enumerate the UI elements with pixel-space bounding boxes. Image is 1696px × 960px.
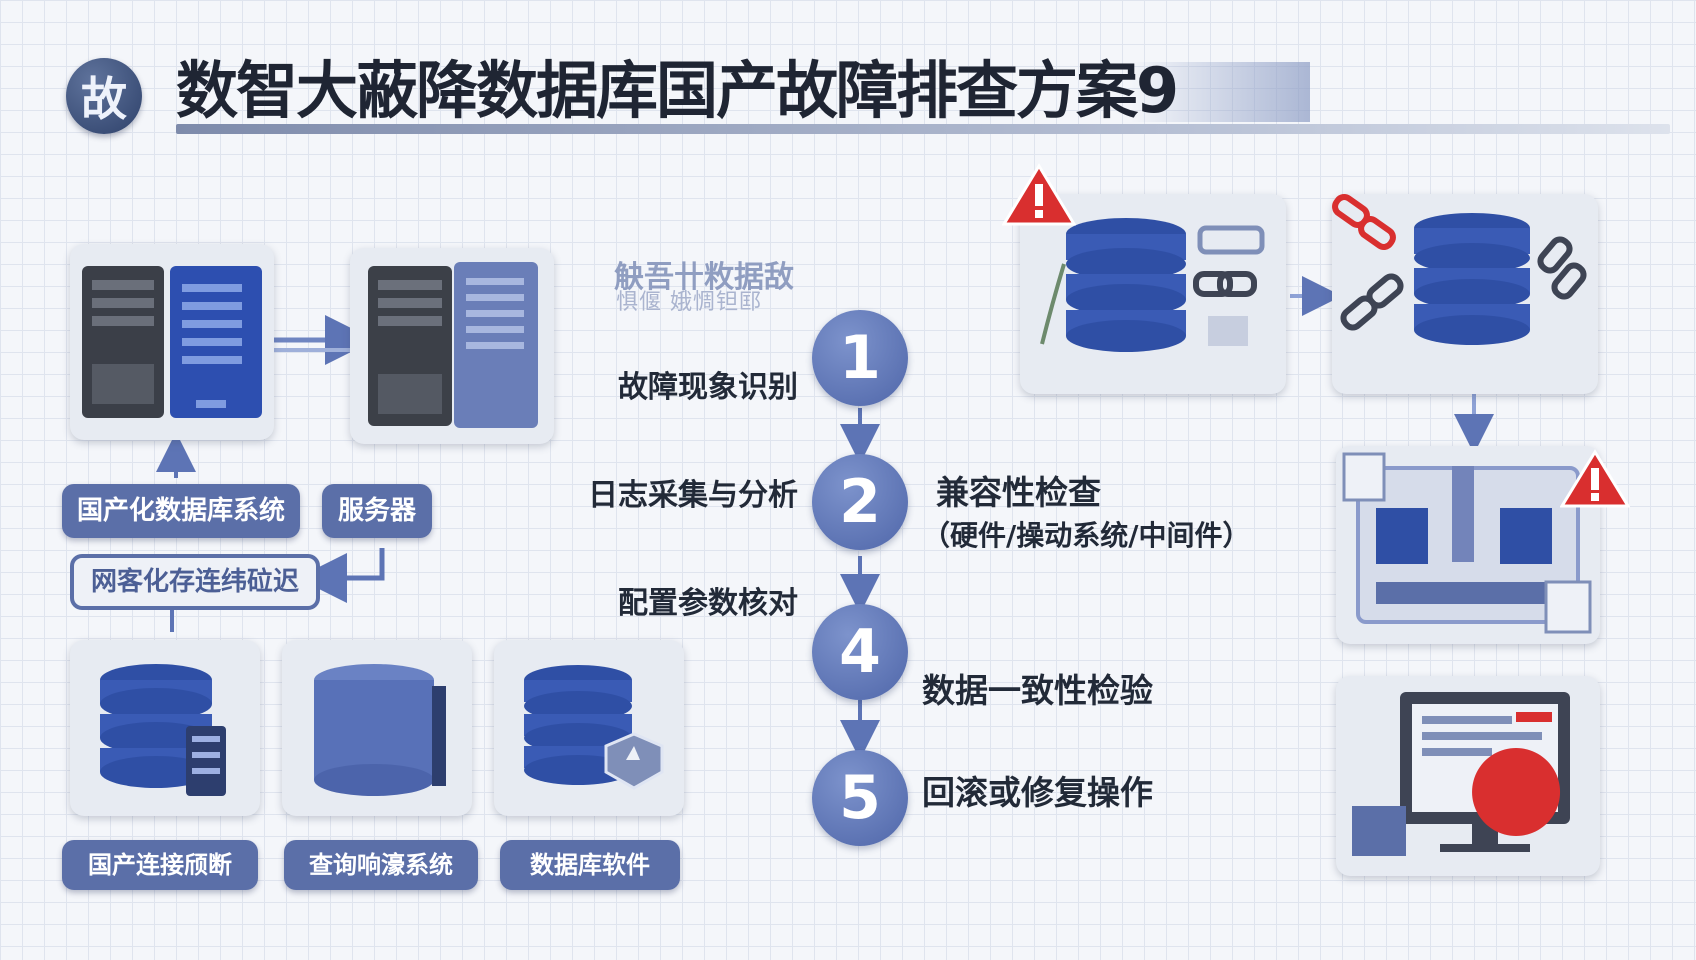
bottom-pill-3: 数据库软件 [500, 840, 680, 890]
step-5-circle: 5 [812, 750, 908, 846]
step-2-label: 日志采集与分析 [588, 478, 798, 513]
database-chain-icon [1040, 218, 1265, 352]
warning-icon [1001, 162, 1077, 232]
monitor-icon [1352, 692, 1570, 856]
db-card-2 [282, 640, 472, 816]
bottom-pill-1: 国产连接颀断 [62, 840, 258, 890]
step-2-title: 兼容性检查 [936, 473, 1101, 512]
server-rack-icon [82, 266, 262, 418]
database-cylinder-icon [314, 664, 446, 796]
broken-chain-icon [1332, 194, 1587, 345]
db-card-3 [494, 640, 684, 816]
server-card-1 [70, 244, 274, 440]
title-badge: 故 [66, 58, 142, 134]
title-underline [176, 124, 1670, 134]
step-1-circle: 1 [812, 310, 908, 406]
step-2-sub: （硬件/操动系统/中间件） [922, 519, 1251, 552]
domestic-db-pill: 国产化数据库系统 [62, 484, 300, 538]
step-5-title: 回滚或修复操作 [922, 773, 1153, 812]
db-card-1 [70, 640, 260, 816]
page-title: 数智大蔽降数据库国产故障排查方案9 [176, 54, 1179, 127]
log-document-icon [1342, 452, 1592, 634]
step-4-title: 数据一致性检验 [922, 671, 1153, 710]
database-shield-icon [524, 665, 664, 790]
db-chain-card [1020, 194, 1286, 394]
database-stack-icon [100, 664, 226, 796]
log-dashboard-card [1336, 446, 1600, 644]
flow-header-sub: 惧偃 娥惆钽邼 [616, 290, 762, 315]
title-highlight [1130, 62, 1310, 122]
server-pill: 服务器 [322, 484, 432, 538]
step-4-circle: 4 [812, 604, 908, 700]
db-broken-link-card [1332, 194, 1598, 394]
bottom-pill-2: 查询响濠系统 [284, 840, 478, 890]
warning-icon [1559, 448, 1631, 514]
monitor-repair-card [1336, 676, 1600, 876]
step-1-label: 故障现象识别 [618, 370, 798, 405]
network-latency-pill: 网客化存连纬砬迟 [70, 554, 320, 610]
step-3-label: 配置参数核对 [618, 586, 798, 621]
flow-header-blurred: 觖吾卄敉据敌 [614, 260, 794, 295]
server-tower-icon [368, 262, 538, 428]
step-2-circle: 2 [812, 454, 908, 550]
server-card-2 [350, 248, 554, 444]
